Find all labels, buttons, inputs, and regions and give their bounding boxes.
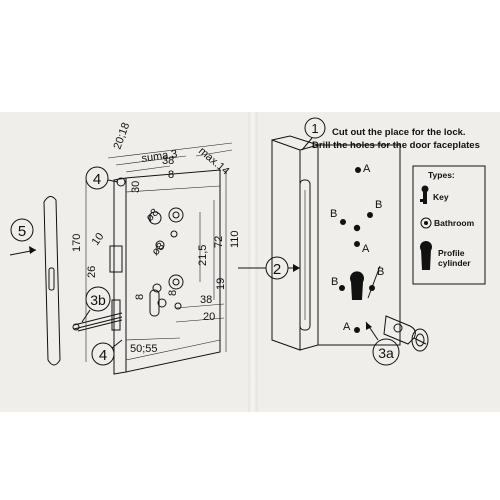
profile-cylinder-part [383, 315, 429, 352]
dimension-lines [85, 142, 233, 362]
svg-text:A: A [343, 321, 351, 333]
svg-text:max.14: max.14 [196, 145, 231, 177]
callout-5: 5 [9, 218, 37, 256]
svg-text:ø8: ø8 [150, 241, 168, 259]
lock-forend [109, 177, 127, 375]
book-gutter [248, 112, 258, 412]
svg-text:3a: 3a [378, 345, 394, 361]
callout-4-top: 4 [85, 166, 119, 190]
svg-text:10: 10 [90, 231, 107, 248]
key-icon [420, 185, 429, 204]
svg-text:170: 170 [71, 234, 83, 252]
svg-text:19: 19 [215, 278, 227, 290]
svg-text:1: 1 [311, 121, 318, 136]
svg-text:B: B [331, 276, 338, 288]
svg-text:B: B [377, 266, 384, 278]
svg-text:50;55: 50;55 [130, 343, 158, 355]
lock-case [125, 169, 221, 373]
screws [72, 177, 126, 332]
svg-text:4: 4 [93, 171, 101, 188]
svg-text:cylinder: cylinder [438, 258, 471, 268]
svg-text:Types:: Types: [428, 170, 455, 180]
callout-3a: 3a [365, 321, 400, 366]
svg-text:suma 3: suma 3 [141, 148, 178, 165]
svg-text:ø8: ø8 [144, 207, 162, 225]
svg-text:30: 30 [130, 181, 142, 193]
svg-text:3b: 3b [90, 292, 106, 308]
profile-cylinder-icon [420, 241, 432, 270]
door-holes [339, 167, 381, 333]
svg-text:Key: Key [433, 192, 449, 202]
svg-text:B: B [375, 199, 382, 211]
svg-text:2: 2 [273, 261, 281, 278]
svg-text:72: 72 [213, 236, 225, 248]
callout-2: 2 [238, 256, 300, 280]
svg-text:21,5: 21,5 [197, 245, 209, 266]
svg-text:20: 20 [203, 311, 215, 323]
svg-text:38: 38 [200, 294, 212, 306]
svg-text:8: 8 [167, 290, 179, 296]
svg-text:4: 4 [99, 347, 107, 364]
svg-text:38: 38 [162, 155, 174, 167]
svg-text:A: A [362, 243, 370, 255]
types-legend: Types: Key Bathroom Profile cylinder [412, 165, 486, 285]
svg-text:Cut out the place for the lock: Cut out the place for the lock. [332, 127, 466, 138]
svg-text:110: 110 [229, 230, 241, 248]
dimension-labels: 20;18 suma 3 max.14 38 8 30 170 10 26 ø8… [71, 121, 241, 355]
svg-text:20;18: 20;18 [112, 121, 133, 151]
svg-text:26: 26 [86, 266, 98, 278]
door-edge [271, 135, 401, 351]
instruction-step-1: 1 Cut out the place for the lock. Drill … [301, 117, 480, 151]
svg-text:8: 8 [168, 169, 174, 181]
svg-text:5: 5 [18, 223, 26, 240]
svg-text:8: 8 [134, 294, 146, 300]
bathroom-icon [420, 217, 432, 229]
svg-text:Profile: Profile [438, 248, 465, 258]
svg-text:Bathroom: Bathroom [434, 218, 475, 228]
svg-text:A: A [363, 163, 371, 175]
callout-4-bottom: 4 [91, 339, 123, 366]
svg-text:B: B [330, 208, 337, 220]
hole-labels: A B B A B B A [330, 163, 384, 333]
faceplate [43, 196, 61, 366]
